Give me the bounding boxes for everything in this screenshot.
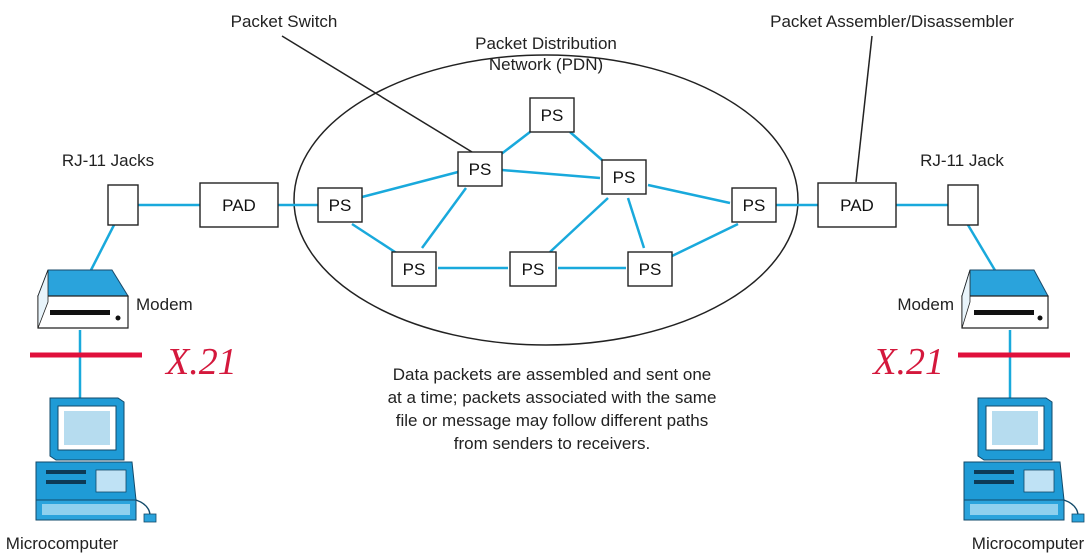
modem-icon [37,269,129,329]
micro-right-label: Microcomputer [972,534,1085,553]
ps-node-1: PS [317,187,363,223]
caption-line: from senders to receivers. [454,434,651,453]
pdn-label-line2: Network (PDN) [489,55,603,74]
ps-label: PS [522,260,545,279]
modem-icon [961,269,1049,329]
pad-left-node: PAD [199,182,279,228]
ps-label: PS [613,168,636,187]
computer-icon [963,397,1085,523]
pad-right-label: PAD [840,196,874,215]
pad-callout [855,35,873,183]
packet-switch-callout [281,35,473,153]
modem-left-label: Modem [136,295,193,314]
ps-node-right: PS [731,187,777,223]
pad-left-label: PAD [222,196,256,215]
pdn-label-line1: Packet Distribution [475,34,617,53]
ps-node-top-center: PS [457,151,503,187]
packet-switch-label: Packet Switch [231,12,338,31]
jack-icon [947,184,979,226]
jack-icon [107,184,139,226]
computer-icon [35,397,157,523]
caption-line: at a time; packets associated with the s… [388,388,717,407]
pdn-boundary [293,54,799,346]
ps-label: PS [541,106,564,125]
pad-full-label: Packet Assembler/Disassembler [770,12,1014,31]
ps-node-bottom-right: PS [627,251,673,287]
x21-left-label: X.21 [164,341,237,383]
pad-right-node: PAD [817,182,897,228]
ps-label: PS [469,160,492,179]
ps-label: PS [743,196,766,215]
rj11-left-label: RJ-11 Jacks [62,151,154,170]
x21-right-label: X.21 [871,341,944,383]
modem-right-label: Modem [897,295,954,314]
ps-label: PS [639,260,662,279]
ps-node-bottom-center: PS [509,251,557,287]
rj11-right-label: RJ-11 Jack [920,151,1004,170]
micro-left-label: Microcomputer [6,534,119,553]
ps-label: PS [329,196,352,215]
caption-line: Data packets are assembled and sent one [393,365,711,384]
ps-label: PS [403,260,426,279]
network-links [78,131,1012,398]
caption-line: file or message may follow different pat… [396,411,708,430]
ps-node-bottom-left: PS [391,251,437,287]
ps-node-right-mid: PS [601,159,647,195]
ps-node-top: PS [529,97,575,133]
